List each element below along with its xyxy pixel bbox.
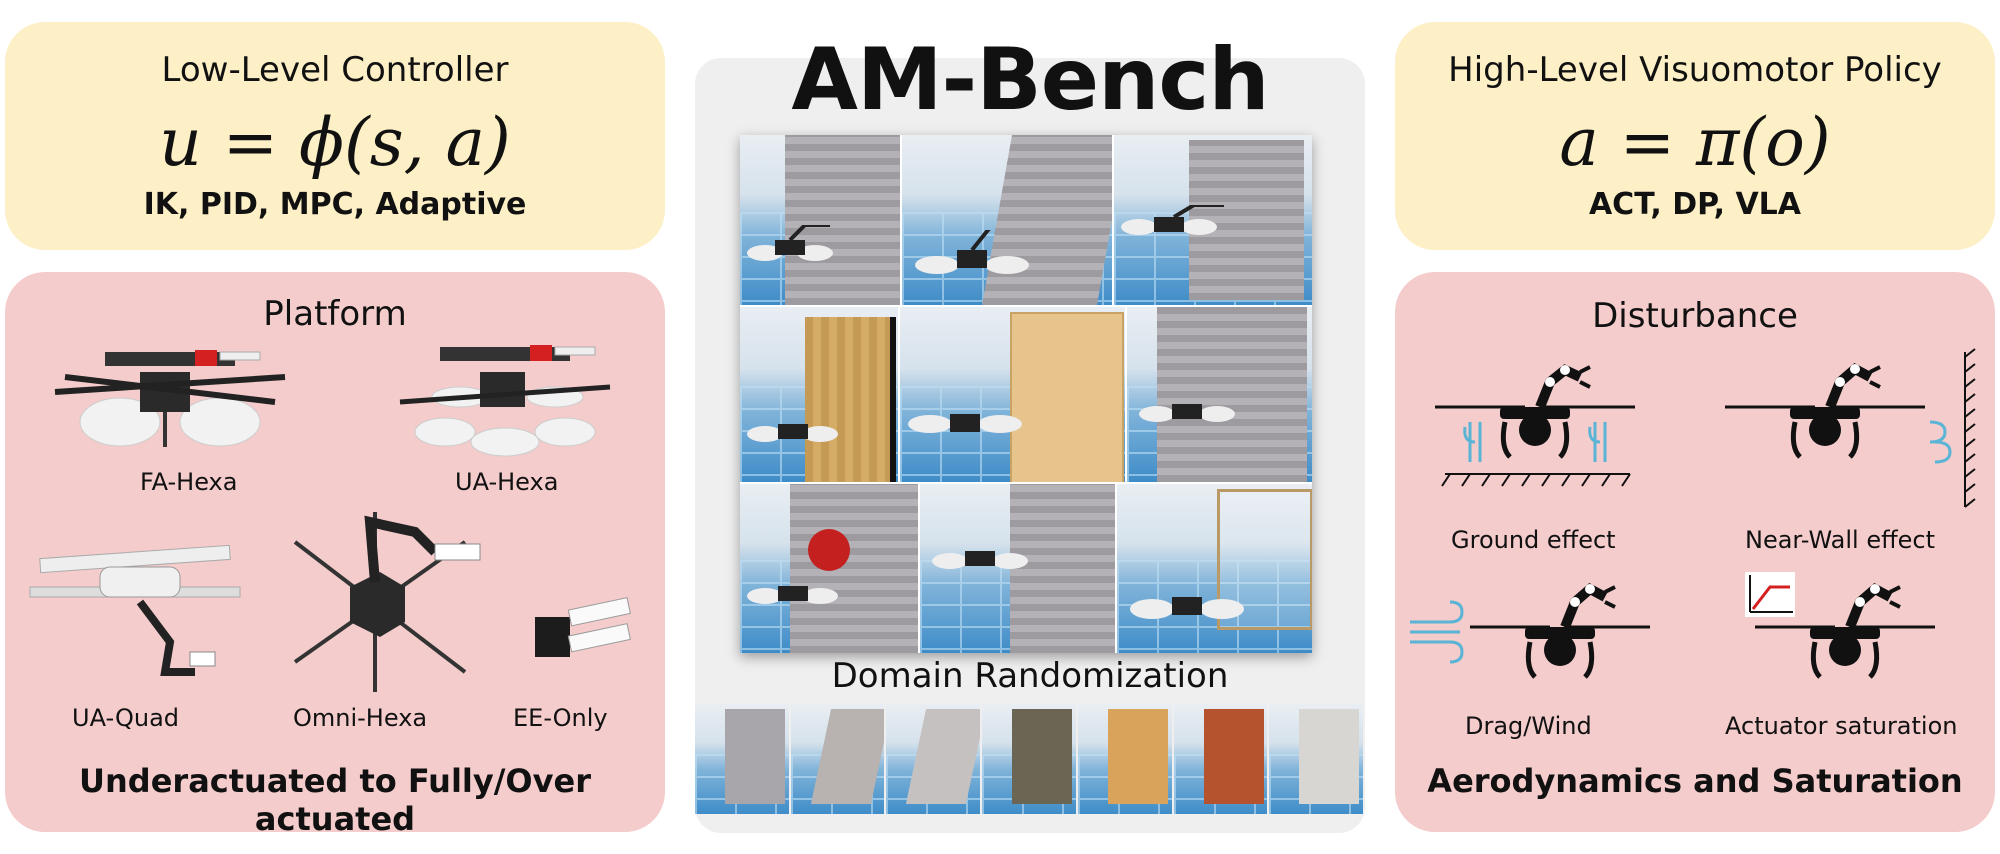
dr-tile <box>790 704 885 814</box>
am-bench-title: AM-Bench <box>791 30 1269 130</box>
high-level-formula: a = π(o) <box>1559 104 1831 181</box>
drone-icon <box>905 402 1025 446</box>
near-wall-effect-icon <box>1725 348 1976 508</box>
dr-tile <box>695 704 789 814</box>
dr-tile <box>1173 704 1268 814</box>
platform-panel: Platform FA-Hexa UA-Hexa UA-Quad <box>5 272 665 838</box>
ee-only-gripper-image <box>535 597 631 657</box>
task-tile <box>920 484 1115 653</box>
domain-randomization-label: Domain Randomization <box>831 656 1229 696</box>
high-level-title: High-Level Visuomotor Policy <box>1448 50 1942 90</box>
dr-tile <box>1269 704 1364 814</box>
disturbance-item-ground-effect: Ground effect <box>1451 526 1616 554</box>
disturbance-item-actuator-saturation: Actuator saturation <box>1725 712 1958 740</box>
task-tile <box>1114 135 1312 305</box>
omni-hexa-drone-image <box>293 512 481 692</box>
ua-hexa-drone-image <box>399 345 611 457</box>
drag-wind-icon <box>1410 582 1650 679</box>
actuator-saturation-icon <box>1745 572 1935 679</box>
platform-item-ua-quad: UA-Quad <box>72 704 180 732</box>
platform-item-ua-hexa: UA-Hexa <box>455 468 559 496</box>
task-tile <box>1117 484 1312 653</box>
low-level-formula: u = ϕ(s, a) <box>159 104 511 181</box>
drone-icon <box>1127 579 1247 633</box>
task-tile <box>900 307 1125 482</box>
platform-title: Platform <box>263 294 407 334</box>
task-tile <box>902 135 1112 305</box>
fa-hexa-drone-image <box>54 350 286 447</box>
task-grid <box>740 135 1312 653</box>
drone-icon <box>745 412 845 456</box>
dr-tile <box>982 704 1076 814</box>
platform-item-fa-hexa: FA-Hexa <box>140 468 238 496</box>
disturbance-item-near-wall-effect: Near-Wall effect <box>1745 526 1935 554</box>
domain-randomization-strip <box>695 704 1364 814</box>
disturbance-panel: Disturbance Ground effect Near-Wall effe… <box>1395 272 1995 832</box>
disturbance-item-drag-wind: Drag/Wind <box>1465 712 1592 740</box>
task-tile <box>1127 307 1312 482</box>
high-level-policy-panel: High-Level Visuomotor Policy a = π(o) AC… <box>1395 22 1995 250</box>
drone-icon <box>745 223 835 261</box>
task-tile <box>740 484 918 653</box>
drone-icon <box>1137 392 1247 436</box>
ground-effect-icon <box>1435 364 1635 487</box>
platform-item-ee-only: EE-Only <box>513 704 608 732</box>
low-level-methods: IK, PID, MPC, Adaptive <box>143 187 527 222</box>
drone-icon <box>930 539 1040 583</box>
platform-item-omni-hexa: Omni-Hexa <box>293 704 428 732</box>
dr-tile <box>1077 704 1172 814</box>
disturbance-footer: Aerodynamics and Saturation <box>1427 762 1963 800</box>
task-tile <box>740 135 900 305</box>
ua-quad-drone-image <box>29 544 241 676</box>
drone-icon <box>1119 203 1229 249</box>
dr-tile <box>886 704 981 814</box>
drone-icon <box>912 223 1032 284</box>
task-tile <box>740 307 898 482</box>
platform-footer: Underactuated to Fully/Over actuated <box>79 762 591 838</box>
high-level-methods: ACT, DP, VLA <box>1588 187 1802 222</box>
drone-icon <box>745 574 845 618</box>
low-level-title: Low-Level Controller <box>161 50 509 90</box>
disturbance-title: Disturbance <box>1592 296 1798 336</box>
low-level-controller-panel: Low-Level Controller u = ϕ(s, a) IK, PID… <box>5 22 665 250</box>
